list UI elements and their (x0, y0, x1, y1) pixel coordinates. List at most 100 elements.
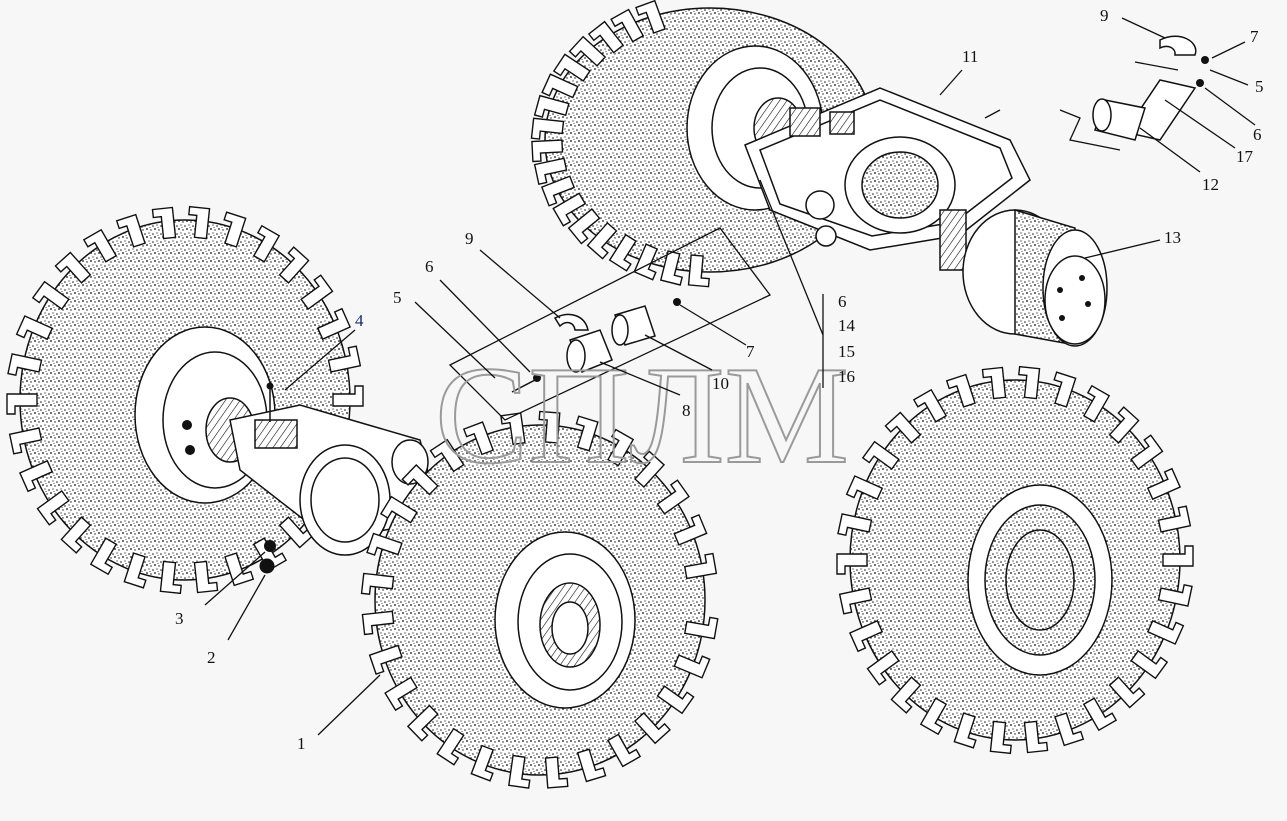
callout-6-left: 6 (425, 257, 434, 276)
tread-lug (360, 572, 395, 595)
tread-lug (368, 644, 403, 675)
tread-lug (659, 250, 683, 286)
tread-lug (361, 610, 395, 636)
tread-lug (1157, 505, 1192, 533)
tread-lug (1018, 365, 1041, 400)
tread-lug (634, 450, 666, 489)
tread-lug (530, 117, 565, 140)
tread-lug (533, 157, 568, 185)
tread-lug (436, 727, 465, 766)
tread-lug (54, 251, 92, 284)
tread-lug (1130, 650, 1169, 680)
tread-lug (540, 175, 576, 207)
callout-1: 1 (297, 734, 306, 753)
tread-lug (115, 213, 146, 248)
tread-lug (587, 20, 625, 54)
callout-12: 12 (1202, 175, 1219, 194)
tread-lug (848, 619, 884, 653)
tread-lug (401, 463, 439, 496)
tread-lug (673, 654, 711, 679)
tread-lug (327, 345, 362, 373)
tread-lug (462, 421, 495, 456)
callout-9-top: 9 (1100, 6, 1109, 25)
tread-lug (607, 428, 635, 467)
tread-lug (1054, 712, 1085, 747)
callout-7-top: 7 (1250, 27, 1259, 46)
tread-lug (188, 205, 211, 240)
tread-lug (953, 712, 977, 749)
tread-lug (608, 233, 637, 272)
tread-lug (635, 0, 666, 34)
tread-lug (278, 246, 310, 284)
tread-lug (18, 459, 54, 493)
tread-lug (568, 35, 607, 67)
tread-lug (861, 440, 900, 470)
tread-lug (36, 490, 70, 526)
tread-lug (379, 495, 418, 524)
tread-lug (1162, 545, 1194, 567)
tread-lug (332, 385, 364, 407)
tread-lug (508, 754, 531, 789)
tread-lug (223, 211, 247, 248)
tread-lug (60, 516, 92, 554)
washer-part (264, 540, 276, 552)
tread-lug (1108, 406, 1140, 444)
callout-10: 10 (712, 374, 729, 393)
tread-lug (890, 676, 922, 714)
tyre-top-rear (530, 0, 876, 288)
drive-shaft-sleeve (1092, 35, 1209, 141)
tread-lug (838, 587, 873, 615)
tread-lug (89, 537, 118, 576)
tread-lug (82, 228, 118, 263)
callout-9-mid: 9 (465, 229, 474, 248)
tread-lug (1130, 434, 1164, 470)
tread-lug (884, 411, 922, 444)
tread-lug (866, 650, 900, 686)
callout-17: 17 (1236, 147, 1254, 166)
callout-4: 4 (355, 311, 364, 330)
exploded-bushings (448, 227, 771, 421)
tread-lug (945, 373, 976, 408)
tread-lug (159, 560, 182, 595)
tread-lug (7, 353, 43, 377)
tread-lug (1108, 676, 1146, 709)
tread-lug (6, 393, 38, 415)
tread-lug (151, 206, 177, 240)
tread-lug (633, 243, 659, 281)
tyre-front-right (360, 410, 719, 789)
tread-lug (123, 552, 147, 589)
callout-2: 2 (207, 648, 216, 667)
callout-13: 13 (1164, 228, 1181, 247)
tread-lug (193, 560, 219, 594)
tread-lug (1146, 619, 1185, 645)
callout-11: 11 (962, 47, 978, 66)
nut-part (259, 558, 275, 574)
tread-lug (687, 254, 710, 288)
tread-lug (586, 221, 618, 260)
tread-lug (567, 208, 601, 245)
watermark-text: СПЛМ (435, 338, 849, 493)
tread-lug (683, 552, 718, 580)
tread-lug (610, 8, 645, 43)
tread-lug (538, 410, 561, 444)
tread-lug (541, 73, 579, 99)
tread-lug (531, 139, 564, 163)
tread-lug (981, 366, 1007, 400)
rear-axle-assembly (530, 0, 1209, 347)
tread-lug (1082, 384, 1111, 423)
wheel-hub-drum (962, 208, 1108, 347)
tread-lug (634, 711, 671, 745)
callout-3: 3 (175, 609, 184, 628)
tread-lug (683, 616, 719, 640)
callout-6-top: 6 (1253, 125, 1262, 144)
axle-housing-top (744, 87, 1031, 271)
tread-lug (544, 756, 569, 789)
tread-lug (252, 224, 281, 263)
tread-lug (384, 676, 418, 712)
tread-lug (552, 192, 587, 227)
tread-lug (656, 685, 695, 715)
tyre-spare-right (836, 365, 1194, 755)
tread-lug (576, 748, 607, 783)
